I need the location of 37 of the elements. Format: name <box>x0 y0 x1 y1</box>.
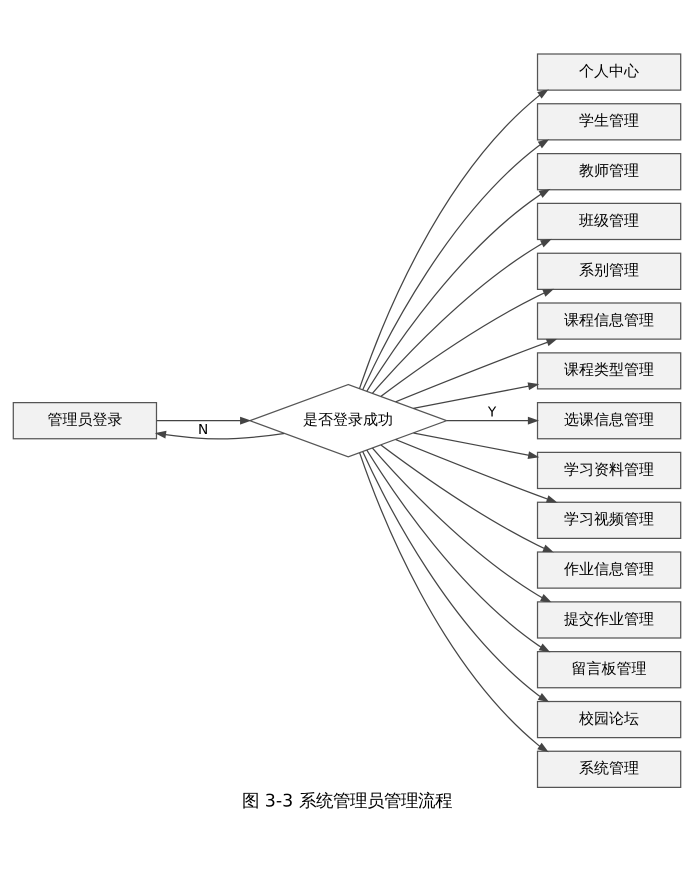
node-box: 课程信息管理 <box>536 302 682 340</box>
arrow <box>362 138 550 390</box>
arrow <box>366 188 550 392</box>
node-box: 系统管理 <box>536 750 682 788</box>
arrow <box>446 416 540 424</box>
node-box: 课程类型管理 <box>536 352 682 390</box>
arrow <box>362 450 550 702</box>
arrow <box>413 432 540 458</box>
arrow <box>154 430 284 439</box>
node-box: 学生管理 <box>536 102 682 140</box>
node-box: 作业信息管理 <box>536 550 682 588</box>
arrow <box>380 444 554 552</box>
edge-label: N <box>198 422 208 438</box>
node-box: 学习资料管理 <box>536 451 682 489</box>
edge-label: Y <box>488 404 496 420</box>
node-box: 个人中心 <box>536 52 682 90</box>
node-box: 提交作业管理 <box>536 600 682 638</box>
node-box: 班级管理 <box>536 202 682 240</box>
arrow <box>156 416 252 424</box>
node-diamond: 是否登录成功 <box>248 383 448 457</box>
arrow <box>359 452 549 752</box>
arrow <box>395 338 558 402</box>
caption: 图 3-3 系统管理员管理流程 <box>242 790 452 811</box>
arrow <box>366 449 550 652</box>
arrow <box>372 238 552 394</box>
arrow <box>358 88 549 388</box>
arrow <box>413 382 540 408</box>
node-box: 学习视频管理 <box>536 501 682 538</box>
node-box: 选课信息管理 <box>536 402 682 439</box>
node-box: 校园论坛 <box>536 700 682 738</box>
arrow <box>395 438 558 502</box>
node-box: 留言板管理 <box>536 650 682 688</box>
arrow <box>372 447 552 602</box>
node-box: 管理员登录 <box>12 402 158 439</box>
arrow <box>380 288 554 396</box>
node-box: 教师管理 <box>536 152 682 190</box>
node-box: 系别管理 <box>536 252 682 290</box>
